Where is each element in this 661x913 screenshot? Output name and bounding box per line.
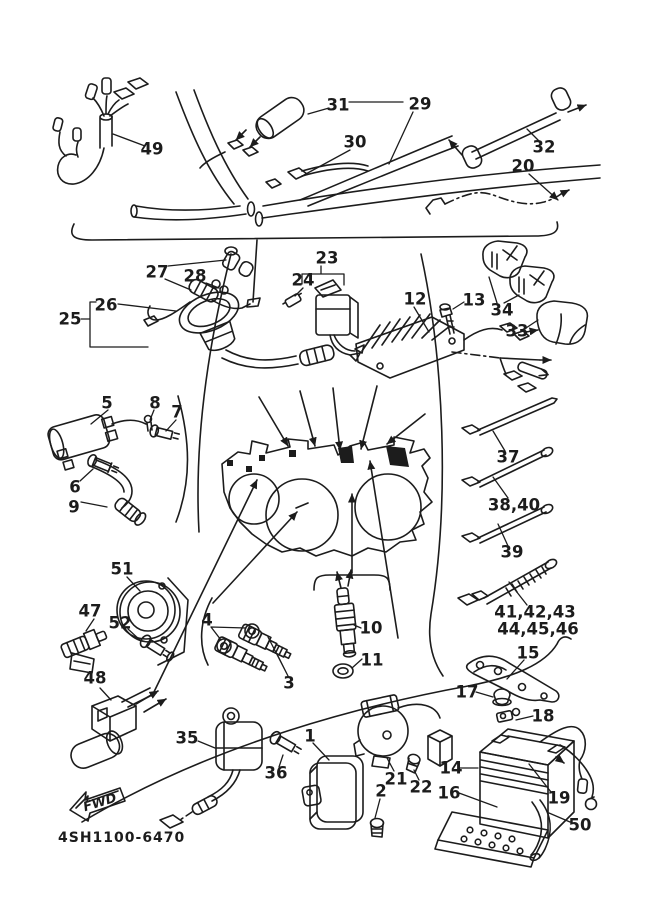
- callout-22: 22: [410, 778, 433, 797]
- relay-35: [159, 707, 263, 829]
- callout-48: 48: [84, 669, 107, 688]
- callout-35: 35: [176, 729, 199, 748]
- callout-39: 39: [501, 543, 524, 562]
- bracket-15: [465, 655, 560, 703]
- callout-12: 12: [404, 290, 427, 309]
- battery-14: [479, 728, 575, 839]
- callout-11: 11: [361, 651, 384, 670]
- callout-9: 9: [68, 498, 79, 517]
- callout-6: 6: [69, 478, 80, 497]
- leader-lines: [79, 101, 571, 823]
- part-code: 4SH1100-6470: [58, 830, 185, 846]
- callout-52: 52: [109, 614, 132, 633]
- bolt-7: [149, 424, 181, 440]
- lead-wire-below-33: [451, 351, 552, 393]
- switch-48: [70, 687, 167, 769]
- battery-box-16: [434, 811, 549, 868]
- sensor-47: [60, 628, 108, 674]
- bolt-8: [143, 414, 153, 432]
- cdi-unit-1: [301, 755, 364, 830]
- plug-lead-9: [89, 459, 147, 526]
- callout-33: 33: [506, 322, 529, 341]
- callout-49: 49: [141, 140, 164, 159]
- callout-16: 16: [438, 784, 461, 803]
- callout-44-45-46: 44,45,46: [497, 620, 578, 639]
- callout-2: 2: [375, 782, 386, 801]
- drain-hose-50: [529, 799, 551, 862]
- callout-29: 29: [409, 95, 432, 114]
- callout-18: 18: [532, 707, 555, 726]
- callout-50: 50: [569, 816, 592, 835]
- callout-32: 32: [533, 138, 556, 157]
- connector-30: [265, 162, 369, 189]
- screw-2: [369, 817, 385, 838]
- fwd-arrow: [69, 787, 126, 822]
- callout-26: 26: [95, 296, 118, 315]
- sub-harness-49: [52, 77, 149, 185]
- callout-31: 31: [327, 96, 350, 115]
- cover-33: [536, 300, 589, 345]
- callout-8: 8: [149, 394, 160, 413]
- screw-36: [269, 730, 302, 755]
- oil-sensor-10: [333, 569, 357, 658]
- callout-1: 1: [304, 727, 315, 746]
- callout-20: 20: [512, 157, 535, 176]
- screw-52: [139, 634, 175, 662]
- harness-fitting-31: [199, 96, 305, 169]
- frame-and-main-harness: [70, 89, 601, 823]
- callout-34: 34: [491, 301, 514, 320]
- callout-47: 47: [79, 602, 102, 621]
- callout-27: 27: [146, 263, 169, 282]
- bolt-13: [439, 303, 455, 335]
- callout-15: 15: [517, 644, 540, 663]
- callout-3: 3: [283, 674, 294, 693]
- rectifier-12: [355, 313, 539, 379]
- band-32: [448, 87, 587, 169]
- starter-relay-21: [353, 694, 441, 769]
- callout-10: 10: [360, 619, 383, 638]
- callout-24: 24: [292, 271, 315, 290]
- callout-51: 51: [111, 560, 134, 579]
- callout-7: 7: [171, 403, 182, 422]
- screw-22: [405, 753, 421, 774]
- callout-4: 4: [201, 611, 212, 630]
- callout-13: 13: [463, 291, 486, 310]
- gasket-11: [332, 663, 354, 679]
- battery-leads-19: [539, 725, 598, 811]
- callout-30: 30: [344, 133, 367, 152]
- plug-cap-27-28: [143, 246, 261, 327]
- ignition-coil-5: [47, 414, 147, 471]
- fuse-holder-near-21: [427, 729, 453, 767]
- plug-cap-25-26: [178, 291, 335, 369]
- callout-41-42-43: 41,42,43: [494, 603, 575, 622]
- grommet-17: [492, 688, 512, 707]
- horn-51: [116, 577, 189, 666]
- terminal-18: [495, 707, 521, 723]
- spark-plugs-3: [214, 623, 292, 672]
- engine-assembly: [151, 385, 433, 697]
- wire-20: [425, 189, 570, 215]
- bolt-6: [87, 453, 120, 474]
- callout-19: 19: [548, 789, 571, 808]
- callout-21: 21: [385, 770, 408, 789]
- callout-5: 5: [101, 394, 112, 413]
- callout-37: 37: [497, 448, 520, 467]
- callout-14: 14: [440, 759, 463, 778]
- callout-25: 25: [59, 310, 82, 329]
- covers-34: [482, 240, 555, 304]
- callout-23: 23: [316, 249, 339, 268]
- callout-28: 28: [184, 267, 207, 286]
- callout-36: 36: [265, 764, 288, 783]
- callout-38-40: 38,40: [488, 496, 540, 515]
- callout-17: 17: [456, 683, 479, 702]
- relay-23-fuse-24: [282, 279, 365, 362]
